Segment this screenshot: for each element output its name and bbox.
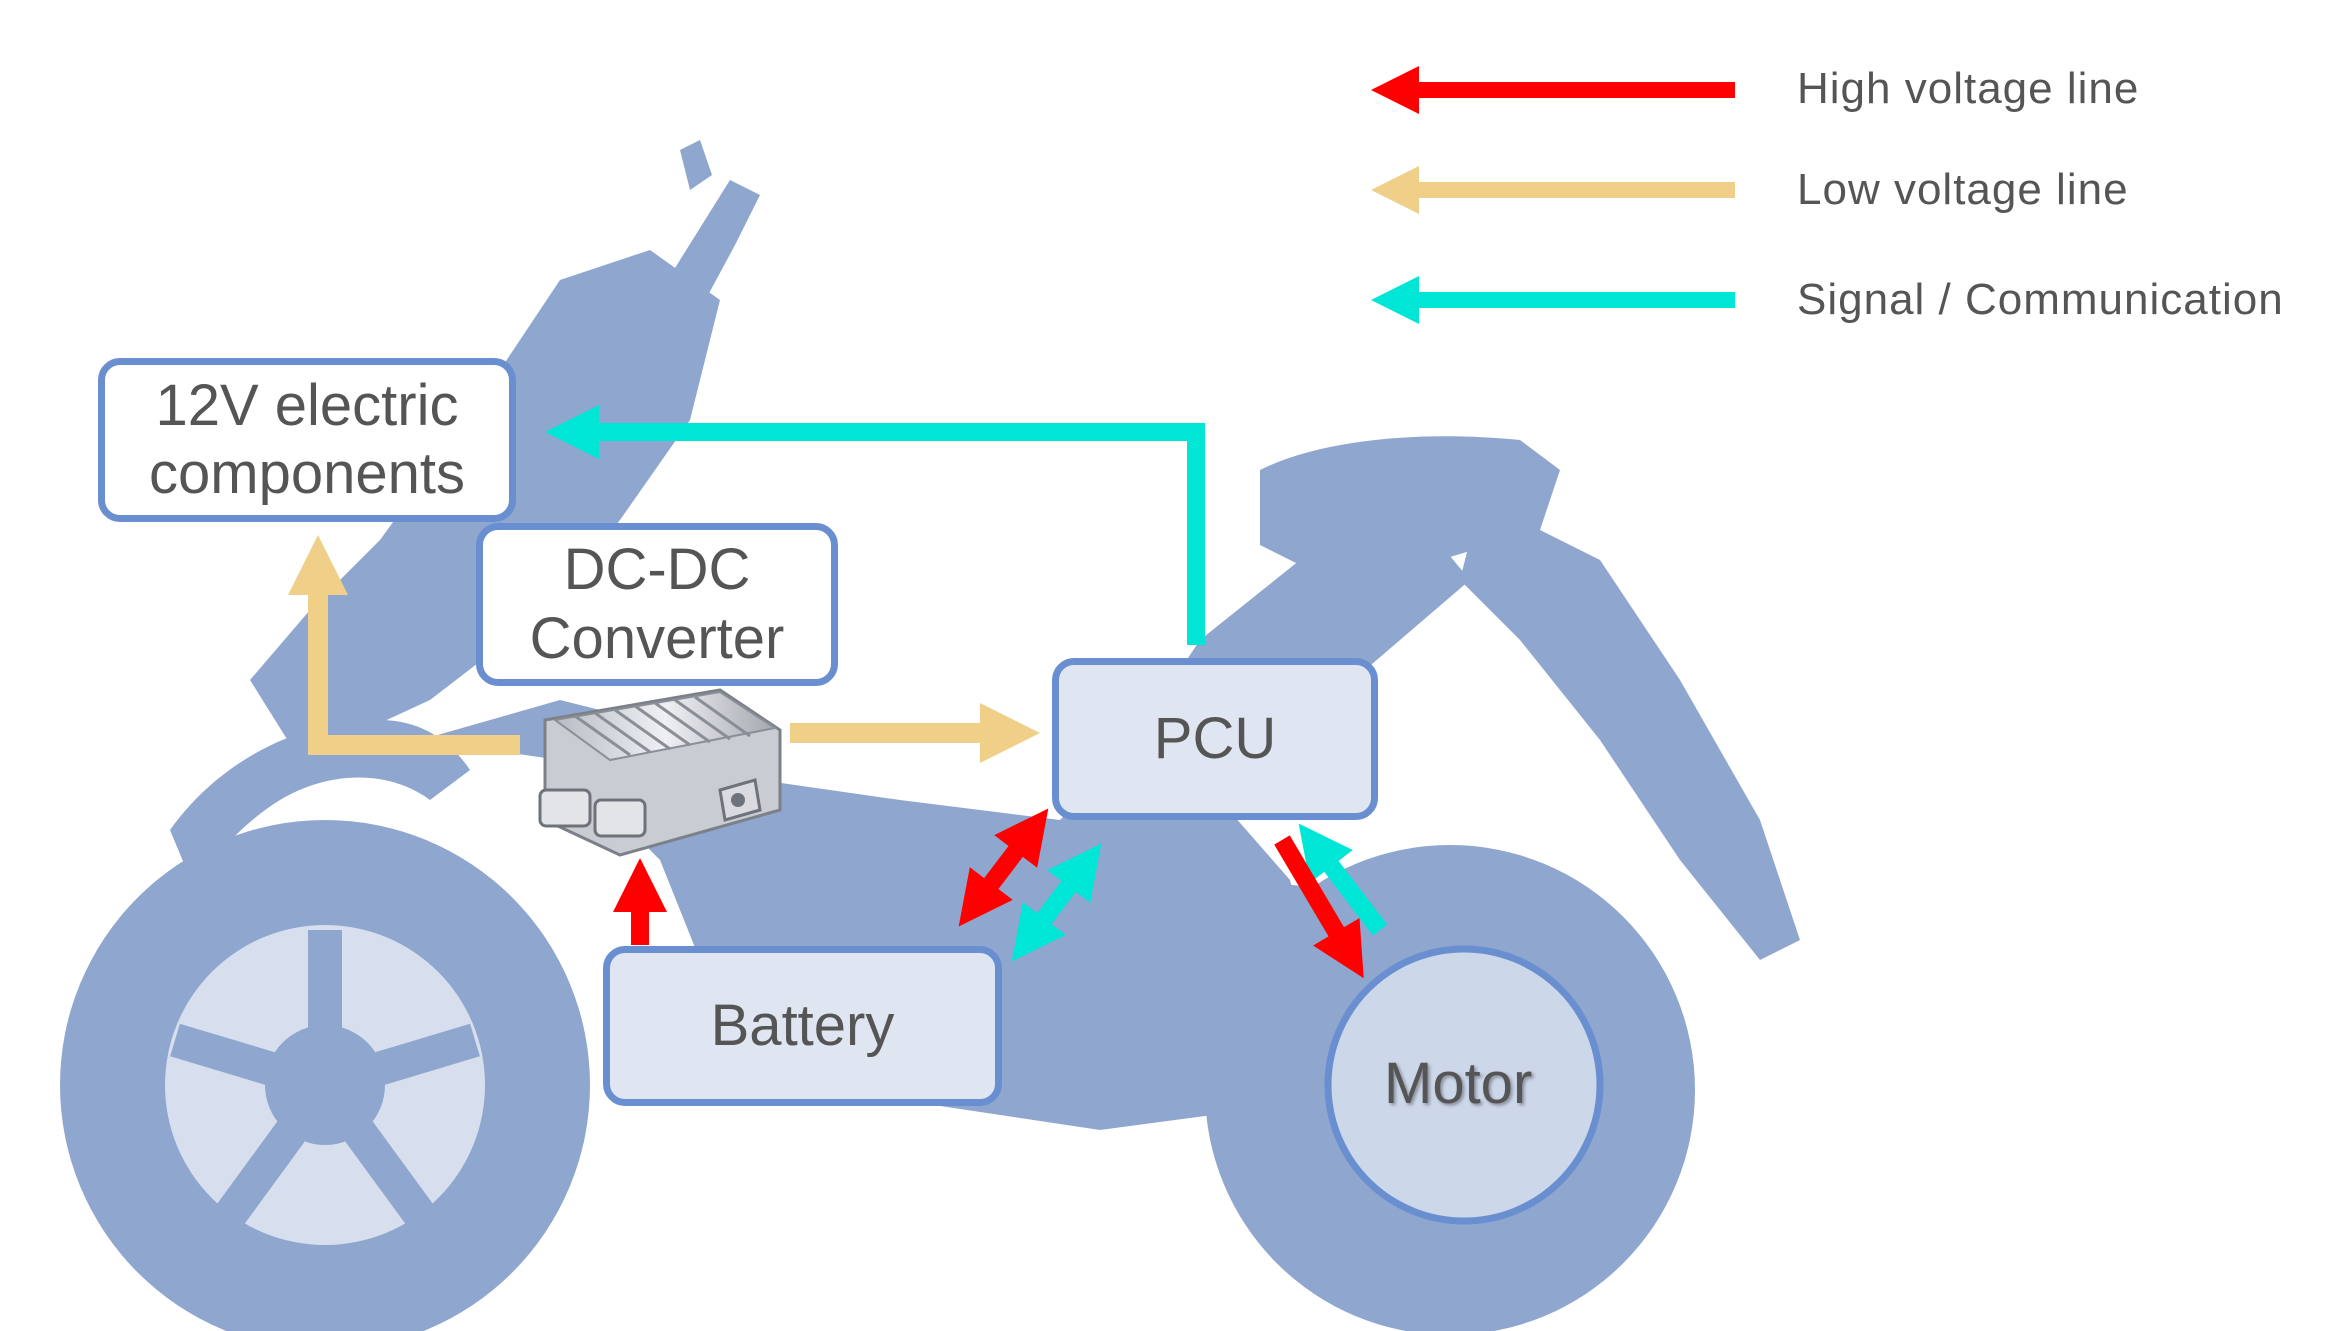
high-voltage-lines xyxy=(613,808,1364,979)
battery-label: Battery xyxy=(710,992,895,1058)
pcu-label: PCU xyxy=(1153,705,1277,771)
legend-arrows xyxy=(1371,66,1735,324)
pcu-node: PCU xyxy=(1052,658,1378,820)
legend-label-high-voltage: High voltage line xyxy=(1797,64,2140,113)
motor-label: Motor xyxy=(1384,1051,1533,1116)
electric-components-line2: components xyxy=(149,441,465,506)
legend-label-low-voltage: Low voltage line xyxy=(1797,165,2129,214)
electric-components-node: 12V electric components xyxy=(98,358,516,522)
motor-node xyxy=(1324,945,1604,1225)
front-wheel-hub-icon xyxy=(165,925,485,1245)
dc-dc-converter-unit-icon xyxy=(538,688,782,857)
electric-components-line1: 12V electric xyxy=(155,372,459,438)
low-voltage-lines xyxy=(288,535,1040,763)
legend-label-signal: Signal / Communication xyxy=(1797,275,2284,324)
dcdc-converter-node: DC-DC Converter xyxy=(476,523,838,686)
dcdc-converter-line1: DC-DC xyxy=(563,537,751,603)
signal-lines xyxy=(545,405,1388,962)
dcdc-converter-line2: Converter xyxy=(529,605,785,671)
battery-node: Battery xyxy=(603,946,1002,1106)
